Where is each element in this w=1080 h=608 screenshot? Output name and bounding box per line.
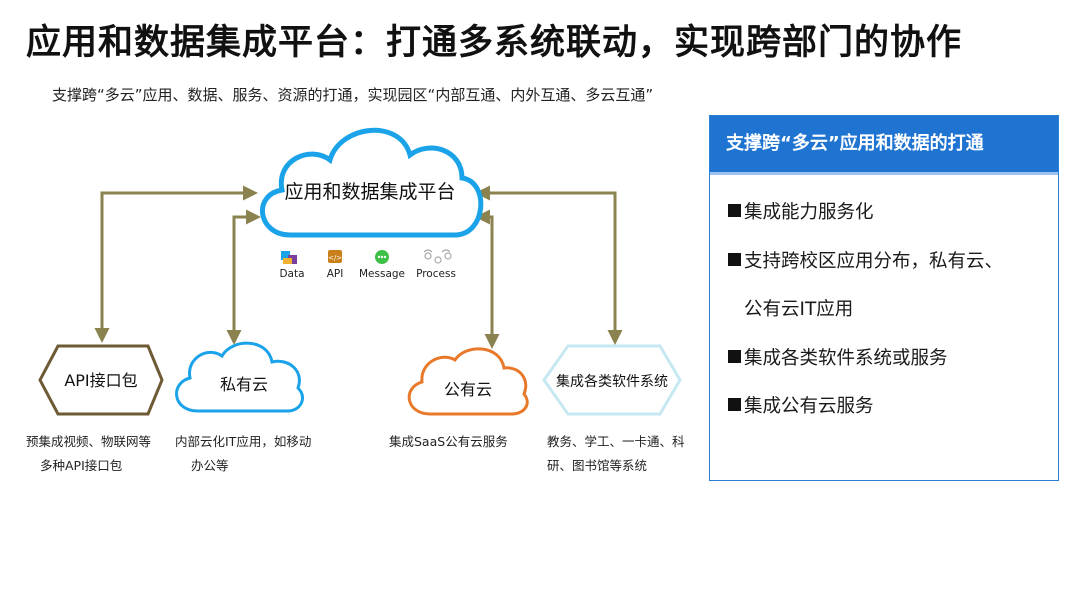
capability-list: 集成能力服务化 支持跨校区应用分布，私有云、 公有云IT应用 集成各类软件系统或… <box>710 175 1058 432</box>
platform-cloud-shape <box>259 128 484 238</box>
square-bullet-icon <box>728 252 741 266</box>
caption-line: 办公等 <box>191 458 229 473</box>
list-item: 集成能力服务化 <box>728 189 1058 238</box>
square-bullet-icon <box>728 398 741 411</box>
list-item-text: 公有云IT应用 <box>744 299 854 320</box>
public-cloud-shape <box>407 347 529 416</box>
private-cloud-shape <box>175 341 304 413</box>
software-systems-caption: 教务、学工、一卡通、科 研、图书馆等系统 <box>547 430 685 478</box>
api-package-label: API接口包 <box>64 371 137 390</box>
data-icon <box>281 251 297 264</box>
platform-label: 应用和数据集成平台 <box>284 181 455 203</box>
connector-software <box>475 185 623 345</box>
list-item-text: 集成能力服务化 <box>744 202 874 223</box>
caption-line: 多种API接口包 <box>40 458 123 473</box>
icon-label-process: Process <box>416 268 456 280</box>
square-bullet-icon <box>728 204 741 217</box>
caption-line: 预集成视频、物联网等 <box>26 434 152 449</box>
list-item: 支持跨校区应用分布，私有云、 <box>728 238 1058 287</box>
icon-label-data: Data <box>279 268 304 280</box>
page-subtitle: 支撑跨“多云”应用、数据、服务、资源的打通，实现园区“内部互通、内外互通、多云互… <box>52 86 654 104</box>
integration-diagram: 应用和数据集成平台 </> Data API Message Process A… <box>38 128 682 416</box>
private-cloud-label: 私有云 <box>220 375 268 394</box>
public-cloud-caption: 集成SaaS公有云服务 <box>389 430 508 454</box>
api-package-hexagon <box>38 344 164 416</box>
private-cloud-caption: 内部云化IT应用，如移动 办公等 <box>175 430 311 478</box>
page-title: 应用和数据集成平台：打通多系统联动，实现跨部门的协作 <box>26 23 963 63</box>
software-systems-hexagon <box>542 344 682 416</box>
capability-panel: 支撑跨“多云”应用和数据的打通 集成能力服务化 支持跨校区应用分布，私有云、 公… <box>709 115 1059 481</box>
list-item: 公有云IT应用 <box>728 286 1058 335</box>
svg-text:</>: </> <box>328 254 342 262</box>
panel-header: 支撑跨“多云”应用和数据的打通 <box>710 116 1058 175</box>
software-systems-label: 集成各类软件系统 <box>556 373 668 390</box>
list-item-text: 集成各类软件系统或服务 <box>744 347 948 369</box>
caption-line: 集成SaaS公有云服务 <box>389 434 508 449</box>
api-package-caption: 预集成视频、物联网等 多种API接口包 <box>26 430 151 478</box>
public-cloud-label: 公有云 <box>444 380 492 399</box>
list-item-text: 支持跨校区应用分布，私有云、 <box>744 250 1004 272</box>
caption-line: 内部云化IT应用，如移动 <box>175 434 312 449</box>
list-item-text: 集成公有云服务 <box>744 396 874 417</box>
connector-api <box>94 185 258 343</box>
process-icon <box>423 249 452 264</box>
caption-line: 研、图书馆等系统 <box>547 458 648 473</box>
icon-label-message: Message <box>359 268 405 280</box>
api-icon: </> <box>328 250 342 263</box>
caption-line: 教务、学工、一卡通、科 <box>547 434 685 449</box>
list-item: 集成各类软件系统或服务 <box>728 335 1058 384</box>
connector-public-cloud <box>475 209 500 349</box>
message-icon <box>375 250 389 264</box>
icon-label-api: API <box>327 268 344 280</box>
list-item: 集成公有云服务 <box>728 383 1058 432</box>
square-bullet-icon <box>728 349 741 363</box>
connector-private-cloud <box>226 209 261 345</box>
